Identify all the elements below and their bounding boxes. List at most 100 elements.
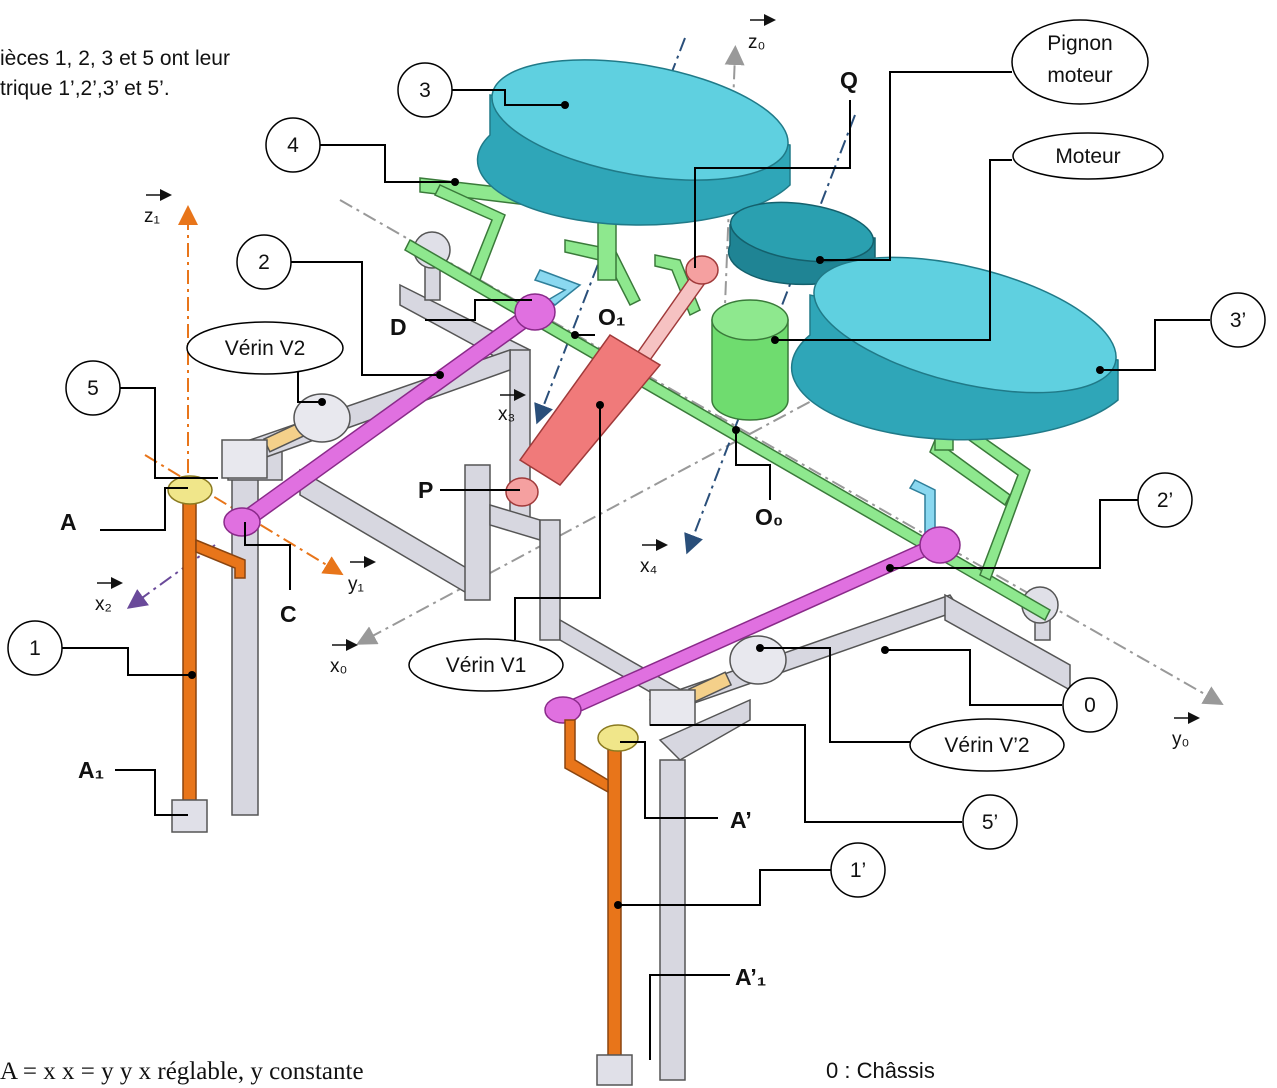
legend-chassis: 0 : Châssis bbox=[826, 1058, 935, 1083]
pinion-top bbox=[729, 201, 875, 263]
wheel-3 bbox=[476, 59, 791, 226]
leg-1-brace bbox=[195, 538, 246, 579]
axis-label-z0: z₀ bbox=[748, 32, 765, 53]
axis-labels: z₀ z₁ x₃ y₁ x₂ x₀ x₄ y₀ bbox=[95, 32, 1189, 750]
axis-label-y0: y₀ bbox=[1172, 729, 1189, 750]
marker-verin-v2 bbox=[318, 398, 326, 406]
leader-verin-v2p bbox=[760, 647, 910, 743]
joint-a bbox=[167, 475, 213, 505]
circle-label-5p: 5’ bbox=[962, 794, 1018, 850]
point-label-a1: A₁ bbox=[78, 757, 104, 783]
point-label-ap1: A’₁ bbox=[735, 964, 766, 990]
circle-label-1-text: 1 bbox=[29, 637, 41, 660]
point-label-q: Q bbox=[840, 67, 858, 93]
green-shaft bbox=[404, 238, 1051, 622]
oval-verin-v2: Vérin V2 bbox=[186, 321, 344, 375]
oval-pignon-line-2: moteur bbox=[1047, 64, 1112, 87]
marker-verin-v2p bbox=[756, 644, 764, 652]
point-label-a: A bbox=[60, 509, 77, 535]
motor-top bbox=[711, 299, 789, 341]
leg-1 bbox=[182, 497, 197, 821]
oval-verin-v2p-text: Vérin V’2 bbox=[944, 734, 1029, 757]
jack-v2p-body bbox=[729, 635, 787, 685]
chassis-post-left bbox=[424, 264, 441, 301]
circle-label-5p-text: 5’ bbox=[982, 811, 998, 834]
circle-label-3p: 3’ bbox=[1210, 292, 1266, 348]
circle-label-5-text: 5 bbox=[87, 377, 99, 400]
wheel-3-prime bbox=[790, 256, 1119, 441]
leader-a bbox=[100, 487, 188, 531]
point-label-p: P bbox=[418, 477, 433, 503]
jack-v1 bbox=[505, 255, 719, 507]
leader-1p bbox=[618, 869, 832, 906]
wheel-3-top bbox=[491, 59, 789, 181]
marker-3p bbox=[1096, 366, 1104, 374]
circle-label-0-text: 0 bbox=[1084, 694, 1096, 717]
intro-text: ièces 1, 2, 3 et 5 ont leur trique 1’,2’… bbox=[0, 44, 230, 104]
point-label-o1: O₁ bbox=[598, 304, 625, 330]
marker-1p bbox=[614, 901, 622, 909]
intro-line-1: ièces 1, 2, 3 et 5 ont leur bbox=[0, 47, 230, 70]
axis-vector-labels bbox=[97, 14, 1200, 724]
jack-v2p-block bbox=[649, 689, 696, 726]
marker-2p bbox=[886, 564, 894, 572]
chassis-right-horiz bbox=[658, 698, 751, 761]
circle-label-2p-text: 2’ bbox=[1157, 489, 1173, 512]
motor-cylinder bbox=[711, 319, 789, 421]
circle-labels: 3 4 2 5 1 3’ 2’ 0 bbox=[7, 62, 1266, 898]
joint-c bbox=[223, 507, 261, 537]
joint-a-prime bbox=[597, 724, 639, 752]
yellow-parts bbox=[167, 475, 639, 752]
oval-pignon-moteur: Pignon moteur bbox=[1011, 19, 1149, 105]
leader-ap1 bbox=[649, 974, 730, 1060]
axis-label-y1: y₁ bbox=[348, 574, 364, 595]
marker-o0 bbox=[732, 426, 740, 434]
leader-4 bbox=[320, 144, 455, 183]
axis-label-x3: x₃ bbox=[498, 404, 515, 425]
jack-v1-body bbox=[518, 334, 662, 486]
circle-label-2: 2 bbox=[236, 234, 292, 290]
leader-moteur bbox=[775, 159, 1012, 341]
leader-5p bbox=[650, 724, 962, 823]
oval-verin-v2p: Vérin V’2 bbox=[909, 718, 1065, 772]
circle-label-4-text: 4 bbox=[287, 134, 299, 157]
green-right-arm-2 bbox=[929, 438, 1011, 507]
oval-verin-v2-text: Vérin V2 bbox=[225, 337, 306, 360]
leader-d bbox=[425, 299, 532, 321]
leg-1p-brace bbox=[564, 719, 609, 794]
circle-label-5: 5 bbox=[65, 360, 121, 416]
chassis-arm-4 bbox=[299, 468, 471, 597]
marker-o1 bbox=[571, 331, 579, 339]
marker-0 bbox=[881, 646, 889, 654]
leader-ap bbox=[620, 741, 718, 819]
circle-label-0: 0 bbox=[1062, 677, 1118, 733]
circle-label-3p-text: 3’ bbox=[1230, 309, 1246, 332]
joint-p bbox=[505, 477, 539, 507]
axis-x2-line bbox=[126, 544, 216, 609]
oval-verin-v1: Vérin V1 bbox=[408, 638, 564, 692]
point-label-ap: A’ bbox=[730, 807, 752, 833]
circle-label-4: 4 bbox=[265, 117, 321, 173]
marker-moteur bbox=[771, 336, 779, 344]
jack-v1-rod bbox=[636, 273, 707, 362]
jack-v2-body bbox=[293, 393, 351, 443]
wheel-3p-top bbox=[813, 256, 1117, 394]
point-markers bbox=[188, 101, 1104, 909]
leader-verin-v1 bbox=[514, 405, 601, 640]
axis-label-x4: x₄ bbox=[640, 556, 658, 577]
motor-body bbox=[711, 299, 789, 421]
marker-1 bbox=[188, 671, 196, 679]
circle-label-3-text: 3 bbox=[419, 79, 431, 102]
leg-feet bbox=[171, 799, 633, 1086]
oval-moteur: Moteur bbox=[1012, 132, 1164, 180]
leader-2 bbox=[290, 261, 440, 376]
marker-2 bbox=[436, 371, 444, 379]
leader-pignon bbox=[820, 71, 1012, 261]
axis-x4-line bbox=[684, 114, 856, 555]
point-label-d: D bbox=[390, 314, 407, 340]
circle-label-1p: 1’ bbox=[830, 842, 886, 898]
marker-verin-v1 bbox=[596, 401, 604, 409]
circle-label-1: 1 bbox=[7, 620, 63, 676]
formula-text: A = x x = y y x réglable, y constante bbox=[0, 1058, 364, 1085]
